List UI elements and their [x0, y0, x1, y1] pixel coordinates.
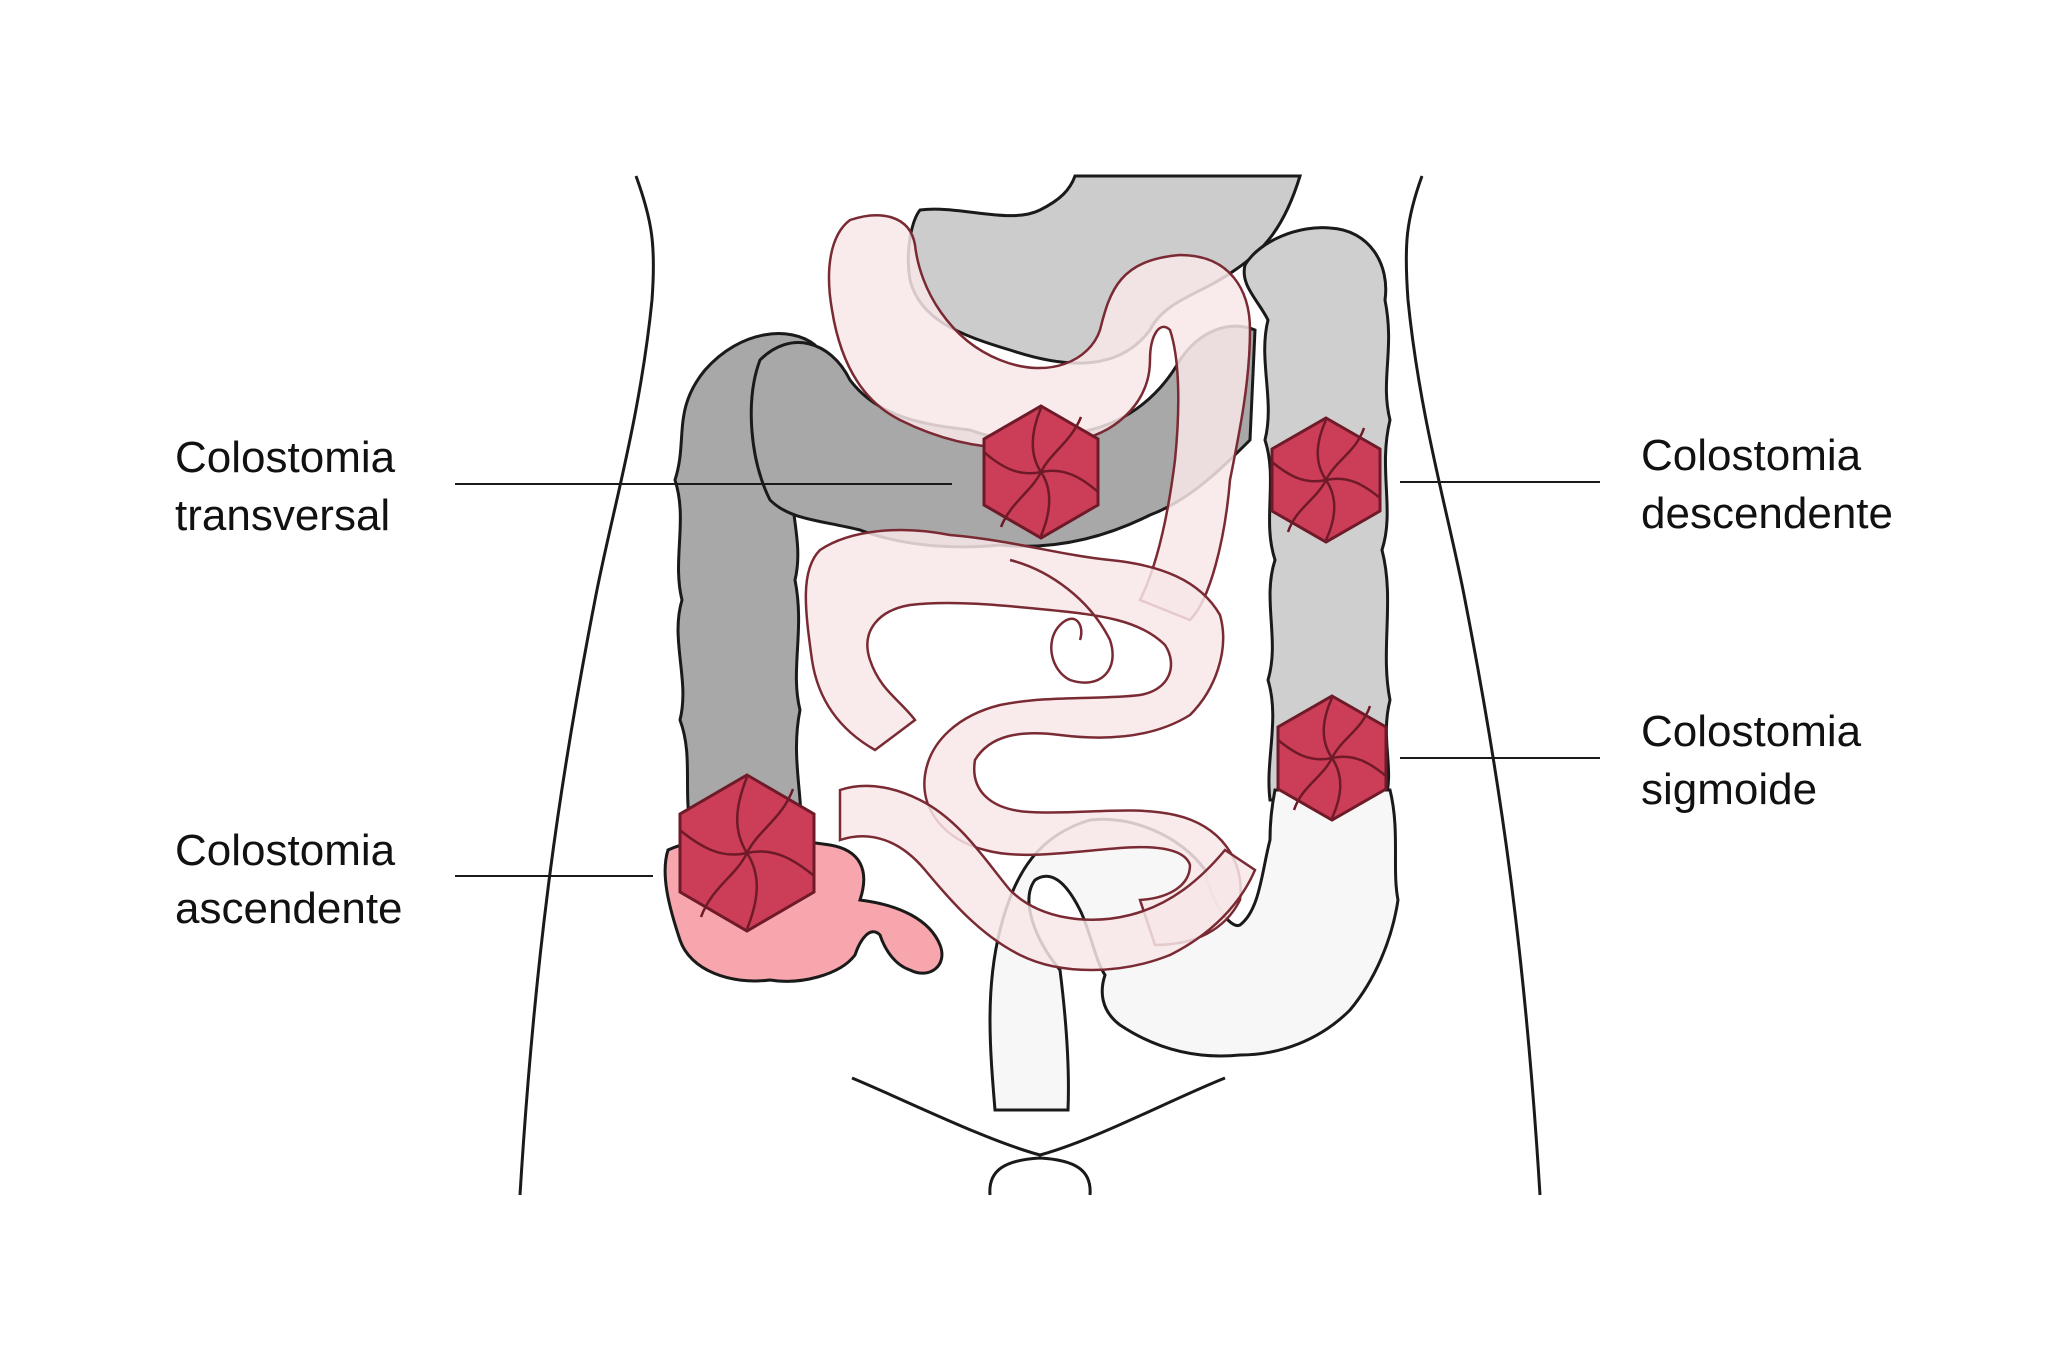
stoma-sigmoid: [1276, 694, 1388, 822]
label-sigmoid-line1: Colostomia: [1641, 707, 1862, 756]
stomach: [906, 174, 1303, 365]
label-sigmoid-colostomy: Colostomia sigmoide: [1641, 703, 1861, 819]
label-ascending-line2: ascendente: [175, 884, 403, 933]
label-descending-line2: descendente: [1641, 489, 1893, 538]
label-transverse-colostomy: Colostomia transversal: [175, 429, 395, 545]
stoma-descending: [1270, 416, 1382, 544]
stoma-sigmoid-swirl: [1277, 697, 1387, 819]
label-descending-line1: Colostomia: [1641, 431, 1862, 480]
stoma-ascending-swirl: [680, 776, 814, 930]
label-ascending-colostomy: Colostomia ascendente: [175, 822, 403, 938]
leader-lines: [455, 481, 1600, 877]
stoma-ascending: [678, 773, 816, 933]
stoma-transverse-swirl: [983, 407, 1099, 537]
stoma-descending-swirl: [1271, 419, 1381, 541]
label-ascending-line1: Colostomia: [175, 826, 396, 875]
stoma-transverse: [982, 404, 1100, 540]
label-sigmoid-line2: sigmoide: [1641, 765, 1818, 814]
torso-outline: [518, 175, 1542, 1196]
label-transverse-line1: Colostomia: [175, 433, 396, 482]
label-descending-colostomy: Colostomia descendente: [1641, 427, 1893, 543]
label-transverse-line2: transversal: [175, 491, 391, 540]
